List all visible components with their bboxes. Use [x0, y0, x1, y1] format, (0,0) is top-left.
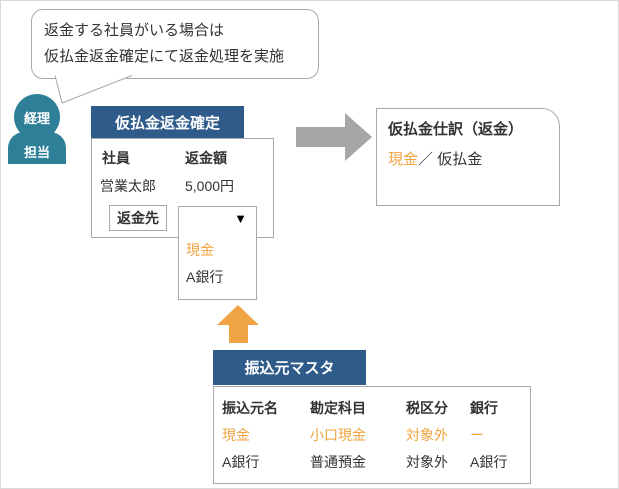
right-arrow-icon [296, 113, 372, 161]
dropdown-option-bank[interactable]: A銀行 [186, 269, 224, 285]
actor-label-top: 経理 [23, 110, 50, 126]
journal-separator: ／ [418, 151, 438, 168]
master-col-account: 勘定科目 [310, 399, 366, 416]
dropdown-option-cash[interactable]: 現金 [186, 242, 214, 258]
master-row1-account: 小口現金 [310, 426, 366, 443]
master-col-bank: 銀行 [470, 399, 498, 416]
up-arrow-icon [217, 305, 259, 343]
refund-destination-dropdown[interactable]: ▼ 現金 A銀行 [178, 206, 257, 300]
master-row2-tax: 対象外 [406, 453, 448, 470]
master-row1-bank: ー [470, 426, 484, 443]
employee-name: 営業太郎 [100, 178, 156, 194]
journal-title: 仮払金仕訳（返金） [388, 121, 524, 138]
refund-destination-button[interactable]: 返金先 [109, 205, 167, 231]
refund-confirm-title-label: 仮払金返金確定 [114, 114, 220, 132]
master-row2-source: A銀行 [222, 453, 260, 470]
col-header-employee: 社員 [102, 150, 130, 166]
callout-line1: 返金する社員がいる場合は [44, 22, 225, 39]
master-table: 振込元名 勘定科目 税区分 銀行 現金 小口現金 対象外 ー A銀行 普通預金 … [222, 394, 532, 475]
callout-line2: 仮払金返金確定にて返金処理を実施 [44, 48, 285, 65]
master-row1-tax: 対象外 [406, 426, 448, 443]
refund-amount: 5,000円 [185, 178, 235, 194]
actor-label-bottom: 担当 [23, 145, 50, 160]
chevron-down-icon[interactable]: ▼ [234, 211, 247, 226]
master-title: 振込元マスタ [213, 350, 366, 385]
callout-bubble: 返金する社員がいる場合は 仮払金返金確定にて返金処理を実施 [31, 9, 319, 79]
master-table-panel: 振込元名 勘定科目 税区分 銀行 現金 小口現金 対象外 ー A銀行 普通預金 … [213, 386, 531, 484]
accounting-person-head-icon: 経理 [14, 94, 60, 140]
master-row2-account: 普通預金 [310, 453, 366, 470]
journal-credit: 仮払金 [437, 151, 483, 168]
journal-entry-line: 現金／ 仮払金 [388, 148, 482, 169]
journal-debit: 現金 [388, 151, 419, 168]
master-row2-bank: A銀行 [470, 453, 508, 470]
master-row1-source: 現金 [222, 426, 250, 443]
col-header-amount: 返金額 [185, 150, 227, 166]
refund-confirm-title: 仮払金返金確定 [91, 106, 244, 138]
journal-panel: 仮払金仕訳（返金） 現金／ 仮払金 [376, 108, 560, 206]
master-col-source: 振込元名 [222, 399, 278, 416]
master-col-tax: 税区分 [406, 399, 448, 416]
master-title-label: 振込元マスタ [244, 360, 335, 377]
